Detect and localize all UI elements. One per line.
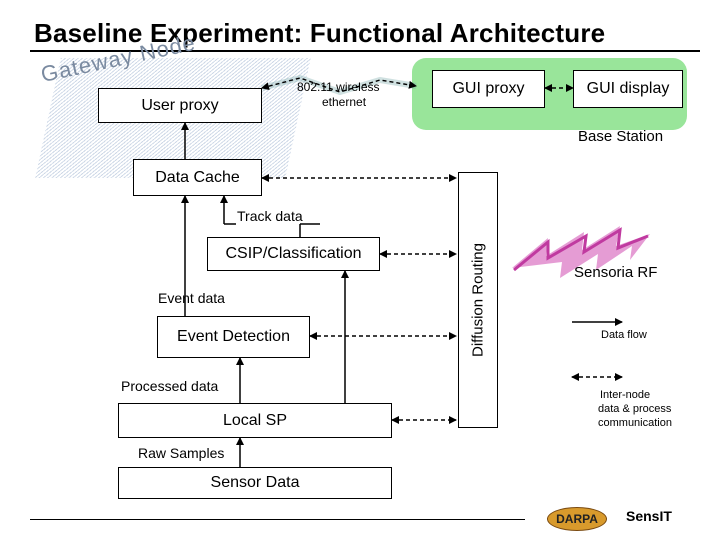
legend-inter-node-2: data & process (598, 403, 672, 415)
wireless-link (261, 74, 417, 96)
darpa-logo: DARPA (547, 507, 607, 531)
base-station-label: Base Station (578, 128, 664, 145)
legend-data-flow: Data flow (601, 329, 647, 341)
processed-data-label: Processed data (121, 378, 219, 394)
sensit-logo: SensIT (626, 508, 672, 524)
wireless-label: 802.11 wireless (297, 80, 380, 94)
data-cache-box: Data Cache (133, 159, 262, 196)
footer-divider (30, 519, 525, 520)
event-detection-box: Event Detection (157, 316, 310, 358)
user-proxy-box: User proxy (98, 88, 262, 123)
csip-classification-box: CSIP/Classification (207, 237, 380, 271)
event-data-label: Event data (158, 290, 225, 306)
diffusion-routing-label: Diffusion Routing (469, 243, 487, 357)
local-sp-box: Local SP (118, 403, 392, 438)
legend-inter-node-3: communication (598, 417, 672, 429)
track-data-label: Track data (237, 208, 303, 224)
legend-inter-node-1: Inter-node (600, 389, 651, 401)
sensoria-rf-wave (512, 226, 650, 278)
legend-sensoria-rf: Sensoria RF (574, 264, 658, 281)
gui-proxy-box: GUI proxy (432, 70, 545, 108)
ethernet-label: ethernet (322, 95, 367, 109)
page-title: Baseline Experiment: Functional Architec… (34, 18, 606, 48)
title-divider (30, 50, 700, 52)
raw-samples-label: Raw Samples (138, 445, 225, 461)
gui-display-box: GUI display (573, 70, 683, 108)
sensor-data-box: Sensor Data (118, 467, 392, 499)
diffusion-routing-box: Diffusion Routing (458, 172, 498, 428)
